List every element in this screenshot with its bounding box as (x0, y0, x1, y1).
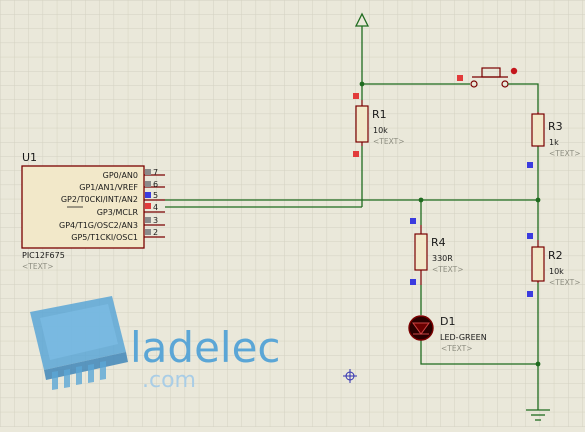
d1-value: LED-GREEN (440, 333, 487, 342)
resistor-r4[interactable]: R4 330R <TEXT> (410, 218, 463, 285)
u1-text-placeholder: <TEXT> (22, 262, 53, 271)
d1-ref: D1 (440, 315, 455, 328)
resistor-r1[interactable]: R1 10k <TEXT> (353, 93, 404, 157)
pin-name: GP5/T1CKI/OSC1 (71, 233, 138, 242)
u1-pin-markers (145, 169, 151, 235)
r1-value: 10k (373, 126, 388, 135)
wires (165, 26, 539, 410)
pin-marker (145, 203, 151, 209)
r3-value: 1k (549, 138, 559, 147)
pin-number: 6 (153, 180, 158, 189)
r1-text-placeholder: <TEXT> (373, 137, 404, 146)
pin-marker (457, 75, 463, 81)
pin-number: 5 (153, 191, 158, 200)
ic-u1[interactable]: U1 GP0/AN0 GP1/AN1/VREF GP2/T0CKI/INT/AN… (21, 151, 165, 271)
pin-marker (353, 93, 359, 99)
led-d1[interactable]: D1 LED-GREEN <TEXT> (408, 315, 487, 353)
pin-name: GP1/AN1/VREF (79, 183, 138, 192)
pin-marker (145, 229, 151, 235)
pin-marker (410, 218, 416, 224)
ladelec-logo: ladelec .com (30, 296, 281, 393)
origin-crosshair-icon[interactable] (343, 369, 357, 383)
led-diode-icon (412, 322, 430, 335)
r2-value: 10k (549, 267, 564, 276)
ground-symbol[interactable] (526, 409, 550, 421)
r4-ref: R4 (431, 236, 446, 249)
pin-marker (145, 217, 151, 223)
pin-marker (145, 181, 151, 187)
r2-ref: R2 (548, 249, 563, 262)
r2-text-placeholder: <TEXT> (549, 278, 580, 287)
pin-number: 7 (153, 168, 158, 177)
pin-number: 3 (153, 216, 158, 225)
logo-chip-icon (30, 296, 128, 390)
pin-marker (145, 192, 151, 198)
d1-text-placeholder: <TEXT> (441, 344, 472, 353)
pin-marker (145, 169, 151, 175)
pin-name: GP3/MCLR (97, 208, 139, 217)
r4-text-placeholder: <TEXT> (432, 265, 463, 274)
r4-value: 330R (432, 254, 453, 263)
power-terminal-symbol[interactable] (354, 12, 370, 27)
r3-text-placeholder: <TEXT> (549, 149, 580, 158)
pin-number: 4 (153, 203, 158, 212)
pin-marker (410, 279, 416, 285)
push-button-switch[interactable] (457, 67, 520, 88)
logo-brand-text: ladelec (130, 323, 281, 372)
u1-ref: U1 (22, 151, 37, 164)
u1-pin-numbers: 7 6 5 4 3 2 (153, 168, 158, 237)
resistor-r2[interactable]: R2 10k <TEXT> (527, 233, 580, 297)
pin-number: 2 (153, 228, 158, 237)
pin-marker (527, 291, 533, 297)
pin-marker (527, 162, 533, 168)
resistor-r3[interactable]: R3 1k <TEXT> (527, 112, 580, 168)
pin-name: GP0/AN0 (103, 171, 138, 180)
pin-name: GP2/T0CKI/INT/AN2 (61, 195, 138, 204)
logo-suffix-text: .com (142, 368, 196, 393)
u1-part-name: PIC12F675 (22, 251, 65, 260)
pin-name: GP4/T1G/OSC2/AN3 (59, 221, 138, 230)
u1-pin-names: GP0/AN0 GP1/AN1/VREF GP2/T0CKI/INT/AN2 G… (59, 171, 138, 242)
junction-dots (359, 81, 541, 367)
r3-ref: R3 (548, 120, 563, 133)
pin-marker (353, 151, 359, 157)
button-knob-icon (510, 67, 518, 75)
pin-marker (527, 233, 533, 239)
r1-ref: R1 (372, 108, 387, 121)
